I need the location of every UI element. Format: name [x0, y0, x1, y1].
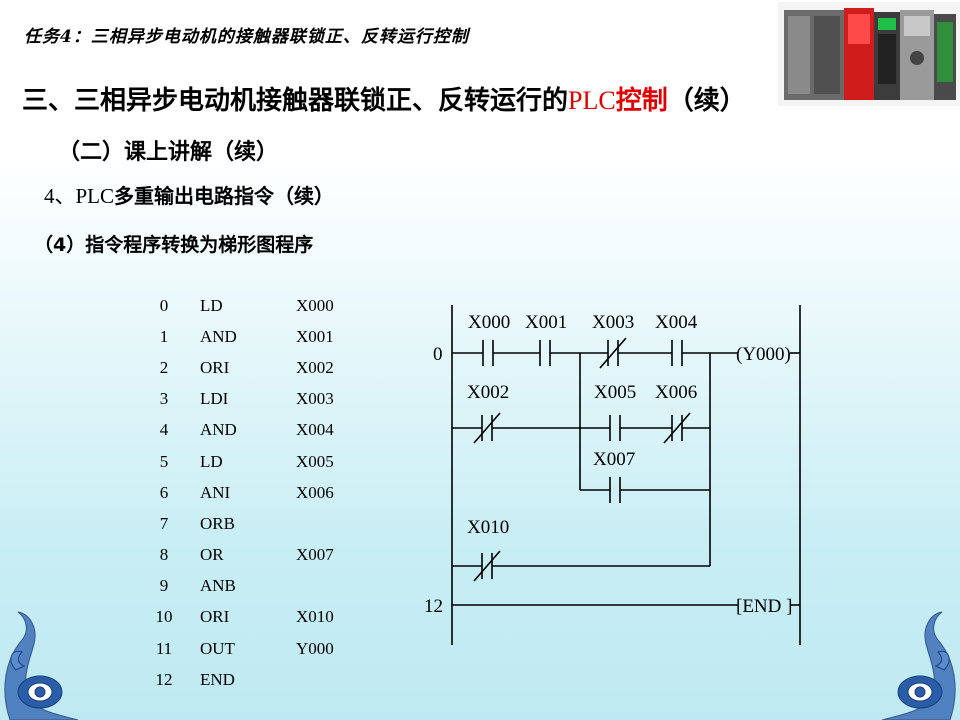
contact-x004 — [671, 340, 683, 366]
instruction-row: 12 END — [150, 664, 356, 695]
instruction-row: 8 OR X007 — [150, 540, 356, 571]
instruction-step: 6 — [159, 482, 169, 502]
instruction-op: AND — [200, 420, 237, 440]
instruction-op: LDI — [200, 389, 229, 409]
instruction-step: 4 — [159, 420, 169, 440]
coil-y000: (Y000) — [736, 344, 791, 365]
instruction-op: AND — [200, 326, 237, 346]
instruction-op: ANI — [200, 482, 231, 502]
instruction-op: ORI — [200, 607, 230, 627]
title-plc: PLC — [568, 86, 616, 115]
contact-x000 — [482, 340, 494, 366]
instruction-row: 9 ANB — [150, 571, 356, 602]
label-x007: X007 — [593, 449, 635, 470]
instruction-device: X001 — [296, 326, 334, 346]
contact-x007 — [609, 477, 621, 503]
instruction-device: X002 — [296, 357, 334, 377]
label-x001: X001 — [525, 312, 567, 333]
instruction-row: 7 ORB — [150, 508, 356, 539]
label-x004: X004 — [655, 312, 698, 333]
instruction-device: X010 — [296, 607, 334, 627]
corner-ornament-left — [4, 611, 79, 720]
contact-x005 — [609, 415, 621, 441]
instruction-op: ORB — [200, 513, 235, 533]
subtitle-2-num: 4、PLC — [44, 184, 115, 208]
title-red: 控制 — [615, 86, 668, 116]
contact-x001 — [539, 340, 551, 366]
instruction-row: 5 LD X005 — [150, 446, 356, 477]
end-instruction: [END ] — [736, 596, 792, 617]
instruction-step: 8 — [159, 545, 169, 565]
label-x005: X005 — [594, 382, 636, 403]
instruction-row: 4 AND X004 — [150, 415, 356, 446]
label-x003: X003 — [592, 312, 634, 333]
instruction-row: 3 LDI X003 — [150, 384, 356, 415]
instruction-step: 10 — [155, 607, 173, 627]
plc-hardware-image — [778, 2, 960, 106]
step-label-12: 12 — [424, 596, 443, 617]
instruction-row: 11 OUT Y000 — [150, 633, 356, 664]
subtitle-2-text: 多重输出电路指令（续） — [114, 184, 335, 208]
instruction-op: LD — [200, 451, 223, 471]
instruction-op: ANB — [200, 576, 236, 596]
instruction-device: X006 — [296, 482, 334, 502]
instruction-step: 1 — [159, 326, 169, 346]
label-x006: X006 — [655, 382, 697, 403]
label-x010: X010 — [467, 517, 509, 538]
title-suffix: （续） — [667, 86, 746, 116]
instruction-step: 7 — [159, 513, 169, 533]
label-x000: X000 — [468, 312, 510, 333]
main-title: 三、三相异步电动机接触器联锁正、反转运行的PLC控制（续） — [22, 80, 746, 117]
instruction-step: 5 — [159, 451, 169, 471]
instruction-row: 6 ANI X006 — [150, 477, 356, 508]
instruction-device: X004 — [296, 420, 334, 440]
label-x002: X002 — [467, 382, 509, 403]
instruction-op: OR — [200, 545, 224, 565]
instruction-op: END — [200, 669, 235, 689]
instruction-step: 11 — [155, 638, 173, 658]
instruction-device: X005 — [296, 451, 334, 471]
step-label-0: 0 — [433, 344, 443, 365]
instruction-device: X007 — [296, 545, 334, 565]
instruction-device: X003 — [296, 389, 334, 409]
instruction-step: 9 — [159, 576, 169, 596]
instruction-step: 0 — [159, 295, 169, 315]
subtitle-conversion: （4）指令程序转换为梯形图程序 — [34, 234, 314, 256]
corner-ornament-right — [881, 611, 956, 720]
instruction-row: 1 AND X001 — [150, 321, 356, 352]
instruction-step: 3 — [159, 389, 169, 409]
instruction-op: OUT — [200, 638, 235, 658]
subtitle-lecture: （二）课上讲解（续） — [58, 140, 279, 165]
instruction-row: 2 ORI X002 — [150, 352, 356, 383]
ladder-diagram: 0 12 X000 X001 X003 X004 X002 X005 X006 … — [424, 305, 801, 645]
title-prefix: 三、三相异步电动机接触器联锁正、反转运行的 — [22, 86, 569, 116]
instruction-step: 2 — [159, 357, 169, 377]
instruction-op: ORI — [200, 357, 230, 377]
instruction-device: X000 — [296, 295, 334, 315]
instruction-device: Y000 — [296, 638, 334, 658]
instruction-row: 10 ORI X010 — [150, 602, 356, 633]
instruction-op: LD — [200, 295, 223, 315]
subtitle-instruction: 4、PLC多重输出电路指令（续） — [44, 180, 334, 210]
instruction-step: 12 — [155, 669, 173, 689]
instruction-row: 0 LD X000 — [150, 290, 356, 321]
task-title: 任务4：三相异步电动机的接触器联锁正、反转运行控制 — [24, 27, 469, 47]
